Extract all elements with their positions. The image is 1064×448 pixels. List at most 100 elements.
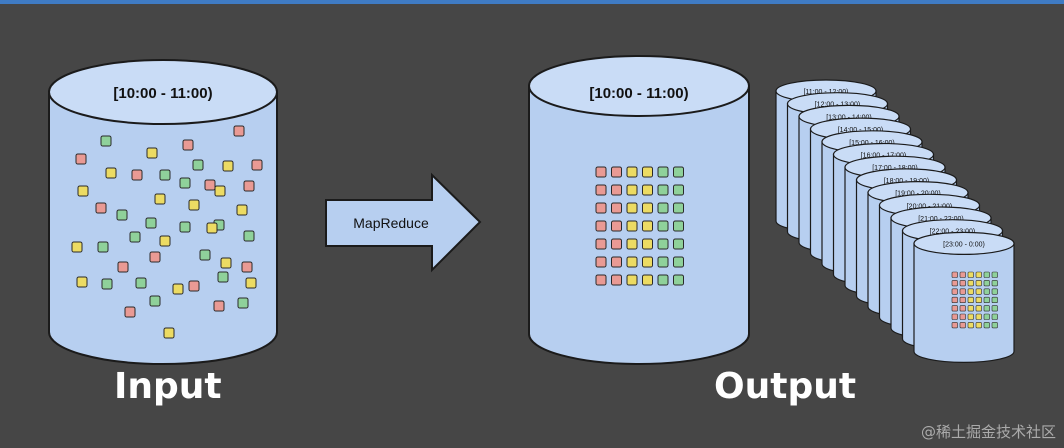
input-record-square xyxy=(188,280,200,292)
output-record-square xyxy=(642,274,653,286)
output-record-square xyxy=(673,184,684,196)
stack-record-square xyxy=(951,280,958,287)
output-record-square xyxy=(657,274,669,286)
input-record-square xyxy=(206,222,218,234)
stack-record-square xyxy=(959,288,966,295)
stack-record-square xyxy=(951,313,958,320)
stack-record-square xyxy=(951,288,958,295)
output-record-square xyxy=(642,202,653,214)
input-record-square xyxy=(182,139,194,151)
output-time-range-label: [10:00 - 11:00) xyxy=(589,85,688,102)
input-record-square xyxy=(101,278,113,290)
stack-record-square xyxy=(959,280,966,287)
input-record-square xyxy=(145,217,157,229)
output-record-square xyxy=(673,274,684,286)
input-record-square xyxy=(149,251,161,263)
input-record-square xyxy=(251,159,263,171)
input-record-square xyxy=(116,209,128,221)
input-record-square xyxy=(188,199,200,211)
input-record-square xyxy=(204,179,216,191)
input-record-square xyxy=(95,202,107,214)
output-record-square xyxy=(642,184,653,196)
input-record-square xyxy=(71,241,83,253)
output-record-square xyxy=(657,202,669,214)
stack-record-square xyxy=(975,288,982,295)
stack-record-square xyxy=(951,305,958,312)
output-record-square xyxy=(626,166,638,178)
input-record-square xyxy=(179,221,191,233)
input-record-square xyxy=(179,177,191,189)
stack-record-square xyxy=(975,305,982,312)
stack-record-square xyxy=(991,322,998,329)
output-record-square xyxy=(642,166,653,178)
input-records xyxy=(71,125,263,339)
output-record-square xyxy=(595,256,607,268)
output-record-square xyxy=(626,184,638,196)
input-record-square xyxy=(149,295,161,307)
stack-record-square xyxy=(967,271,974,278)
output-record-square xyxy=(611,166,622,178)
input-record-square xyxy=(135,277,147,289)
stack-record-square xyxy=(951,322,958,329)
mapreduce-arrow: MapReduce xyxy=(325,172,482,273)
stack-record-square xyxy=(983,288,990,295)
stack-record-square xyxy=(951,271,958,278)
output-record-square xyxy=(626,274,638,286)
input-record-square xyxy=(131,169,143,181)
output-record-square xyxy=(673,202,684,214)
output-record-square xyxy=(611,184,622,196)
stack-record-square xyxy=(983,305,990,312)
input-record-square xyxy=(192,159,204,171)
input-record-square xyxy=(233,125,245,137)
input-record-square xyxy=(237,297,249,309)
output-record-square xyxy=(642,220,653,232)
stack-cylinder-time-label: [23:00 - 0:00) xyxy=(943,241,985,248)
output-record-square xyxy=(626,220,638,232)
stack-record-square xyxy=(959,305,966,312)
input-record-square xyxy=(154,193,166,205)
input-record-square xyxy=(243,230,255,242)
input-record-square xyxy=(236,204,248,216)
input-record-square xyxy=(75,153,87,165)
mapreduce-arrow-shape xyxy=(325,172,482,273)
stack-record-square xyxy=(959,313,966,320)
stack-record-square xyxy=(967,313,974,320)
input-caption: Input xyxy=(114,366,222,407)
stack-record-square xyxy=(975,280,982,287)
output-record-square xyxy=(595,274,607,286)
output-cylinder-top xyxy=(528,55,750,117)
input-record-square xyxy=(100,135,112,147)
input-record-square xyxy=(172,283,184,295)
output-record-square xyxy=(673,166,684,178)
stack-record-square xyxy=(959,322,966,329)
output-record-square xyxy=(673,256,684,268)
stack-record-square xyxy=(967,322,974,329)
input-record-square xyxy=(146,147,158,159)
stack-record-square xyxy=(967,305,974,312)
input-record-square xyxy=(241,261,253,273)
input-record-square xyxy=(159,169,171,181)
output-record-square xyxy=(626,202,638,214)
input-record-square xyxy=(214,185,226,197)
output-record-square xyxy=(657,256,669,268)
input-record-square xyxy=(245,277,257,289)
output-record-square xyxy=(611,238,622,250)
input-record-square xyxy=(199,249,211,261)
stack-record-square xyxy=(975,322,982,329)
output-record-square xyxy=(673,220,684,232)
output-sorted-records xyxy=(595,166,684,286)
stack-record-square xyxy=(967,296,974,304)
input-cylinder: [10:00 - 11:00) xyxy=(48,59,278,365)
mapreduce-arrow-label: MapReduce xyxy=(353,215,429,231)
stack-record-square xyxy=(959,271,966,278)
input-record-square xyxy=(222,160,234,172)
input-record-square xyxy=(76,276,88,288)
output-record-square xyxy=(673,238,684,250)
top-accent-bar xyxy=(0,0,1064,4)
output-record-square xyxy=(657,238,669,250)
input-record-square xyxy=(105,167,117,179)
stack-record-square xyxy=(967,280,974,287)
output-record-square xyxy=(611,274,622,286)
